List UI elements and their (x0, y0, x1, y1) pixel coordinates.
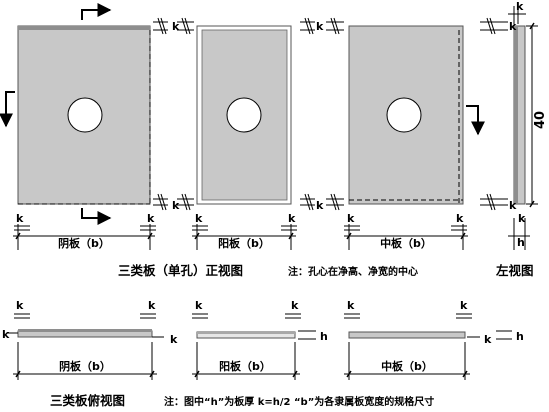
k-label: k (172, 20, 180, 33)
k-label: k (516, 0, 524, 13)
yin-board-front-view: k k k k 阴板（b） (0, 3, 180, 250)
turn-arrow-bottom-icon (81, 208, 112, 225)
front-view-note: 注：孔心在净高、净宽的中心 (288, 265, 418, 278)
yang-board-top-view: k k h 阳板（b） (192, 299, 328, 380)
yin-board-width-label: 阴板（b） (59, 359, 111, 373)
k-label: k (509, 199, 517, 212)
k-label: k (170, 333, 178, 346)
yang-board-width-label: 阳板（b） (218, 236, 270, 250)
k-label: k (316, 199, 324, 212)
front-view-caption: 三类板（单孔）正视图 (118, 263, 243, 278)
yang-board-front-view: k k 阳板（b） (177, 17, 297, 250)
k-label: k (195, 212, 203, 225)
k-label: k (195, 299, 203, 312)
turn-arrow-right-icon (466, 105, 485, 136)
k-label: k (147, 212, 155, 225)
yin-board-width-label: 阴板（b） (58, 236, 110, 250)
middle-board-width-label: 中板（b） (380, 236, 432, 250)
k-label: k (347, 299, 355, 312)
k-label: k (316, 20, 324, 33)
turn-arrow-left-icon (0, 91, 15, 128)
middle-board-top-view: k k k h 中板（b） (344, 299, 524, 380)
side-view-caption: 左视图 (495, 263, 534, 278)
height-40-label: 40 (533, 111, 548, 129)
k-label: k (16, 212, 24, 225)
k-label: k (288, 212, 296, 225)
top-view-note: 注：图中“h”为板厚 k=h/2 “b”为各隶属板宽度的规格尺寸 (164, 395, 434, 408)
turn-arrow-top-icon (81, 3, 112, 20)
middle-board-width-label: 中板（b） (381, 359, 433, 373)
k-label: k (484, 333, 492, 346)
top-view-caption: 三类板俯视图 (50, 393, 125, 408)
k-label: k (148, 299, 156, 312)
middle-board-front-view: k k k k 中板（b） (300, 17, 485, 250)
h-label: h (517, 236, 525, 249)
k-label: k (347, 212, 355, 225)
k-label: k (172, 199, 180, 212)
h-label: h (516, 330, 524, 343)
k-label: k (509, 20, 517, 33)
yang-board-width-label: 阳板（b） (219, 359, 271, 373)
k-label: k (16, 299, 24, 312)
h-label: h (320, 330, 328, 343)
side-view: k k k k h 40 (480, 0, 548, 250)
k-label: k (456, 212, 464, 225)
k-label: k (2, 328, 10, 341)
yin-board-top-view: k k k k 阴板（b） (2, 299, 178, 380)
k-label: k (291, 299, 299, 312)
k-label: k (460, 299, 468, 312)
k-label: k (518, 212, 526, 225)
